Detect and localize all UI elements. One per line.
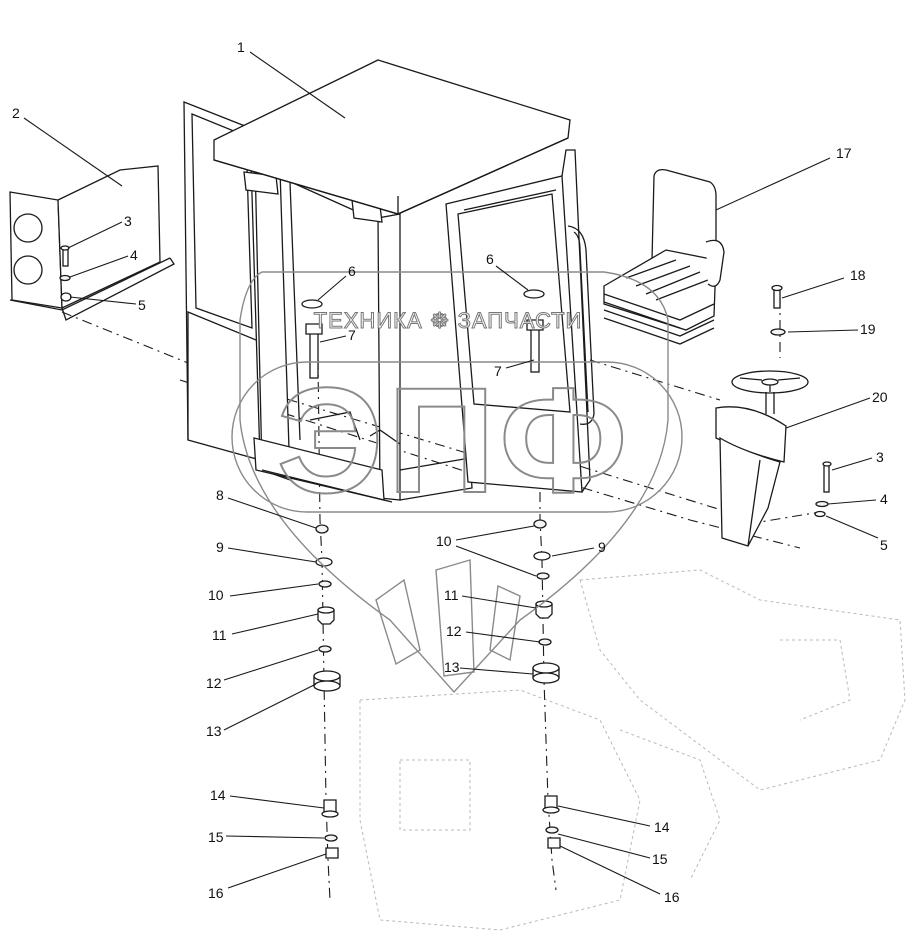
callout-10-right: 10 [436, 533, 452, 549]
mount-stack-left [313, 524, 341, 859]
callout-5: 5 [138, 297, 146, 313]
callout-4: 4 [130, 247, 138, 263]
callout-7-right: 7 [494, 363, 502, 379]
callout-14-right: 14 [654, 819, 670, 835]
callout-2: 2 [12, 105, 20, 121]
seat-bolt [770, 284, 786, 336]
callout-6-right: 6 [486, 251, 494, 267]
callout-5-right: 5 [880, 537, 888, 553]
callout-19: 19 [860, 321, 876, 337]
cab-assembly [183, 59, 595, 503]
callout-17: 17 [836, 145, 852, 161]
callout-12-left: 12 [206, 675, 222, 691]
callout-9-right: 9 [598, 539, 606, 555]
callout-3: 3 [124, 213, 132, 229]
mount-bolt-left [301, 299, 323, 379]
mount-bolt-right [523, 289, 545, 373]
callout-14-left: 14 [210, 787, 226, 803]
mount-stack-right [532, 519, 561, 849]
callout-11-right: 11 [444, 587, 459, 603]
callout-labels: 1 2 3 4 5 6 7 6 7 17 18 19 20 3 4 5 8 9 … [12, 39, 888, 905]
callout-15-right: 15 [652, 851, 668, 867]
callout-13-left: 13 [206, 723, 222, 739]
callout-6-left: 6 [348, 263, 356, 279]
background-machine-outline [359, 569, 906, 931]
callout-4-right: 4 [880, 491, 888, 507]
watermark-logo-letters: ЭПФ [277, 356, 632, 524]
callout-9-left: 9 [216, 539, 224, 555]
callout-18: 18 [850, 267, 866, 283]
callout-15-left: 15 [208, 829, 224, 845]
callout-8: 8 [216, 487, 224, 503]
callout-13-right: 13 [444, 659, 460, 675]
callout-1: 1 [237, 39, 245, 55]
watermark-logo: ТЕХНИКА ☸ ЗАПЧАСТИ ЭПФ [231, 271, 683, 694]
steering-column-part [715, 370, 809, 547]
watermark-brand-text: ТЕХНИКА ☸ ЗАПЧАСТИ [314, 308, 583, 333]
callout-16-right: 16 [664, 889, 680, 905]
seat-part [603, 168, 725, 345]
leader-lines [23, 51, 879, 895]
callout-11-left: 11 [212, 627, 227, 643]
bolt-set-right [814, 461, 832, 518]
side-panel-part [9, 165, 175, 321]
callout-20: 20 [872, 389, 888, 405]
callout-3-right: 3 [876, 449, 884, 465]
callout-16-left: 16 [208, 885, 224, 901]
callout-7-left: 7 [348, 327, 356, 343]
callout-12-right: 12 [446, 623, 462, 639]
callout-10-left: 10 [208, 587, 224, 603]
